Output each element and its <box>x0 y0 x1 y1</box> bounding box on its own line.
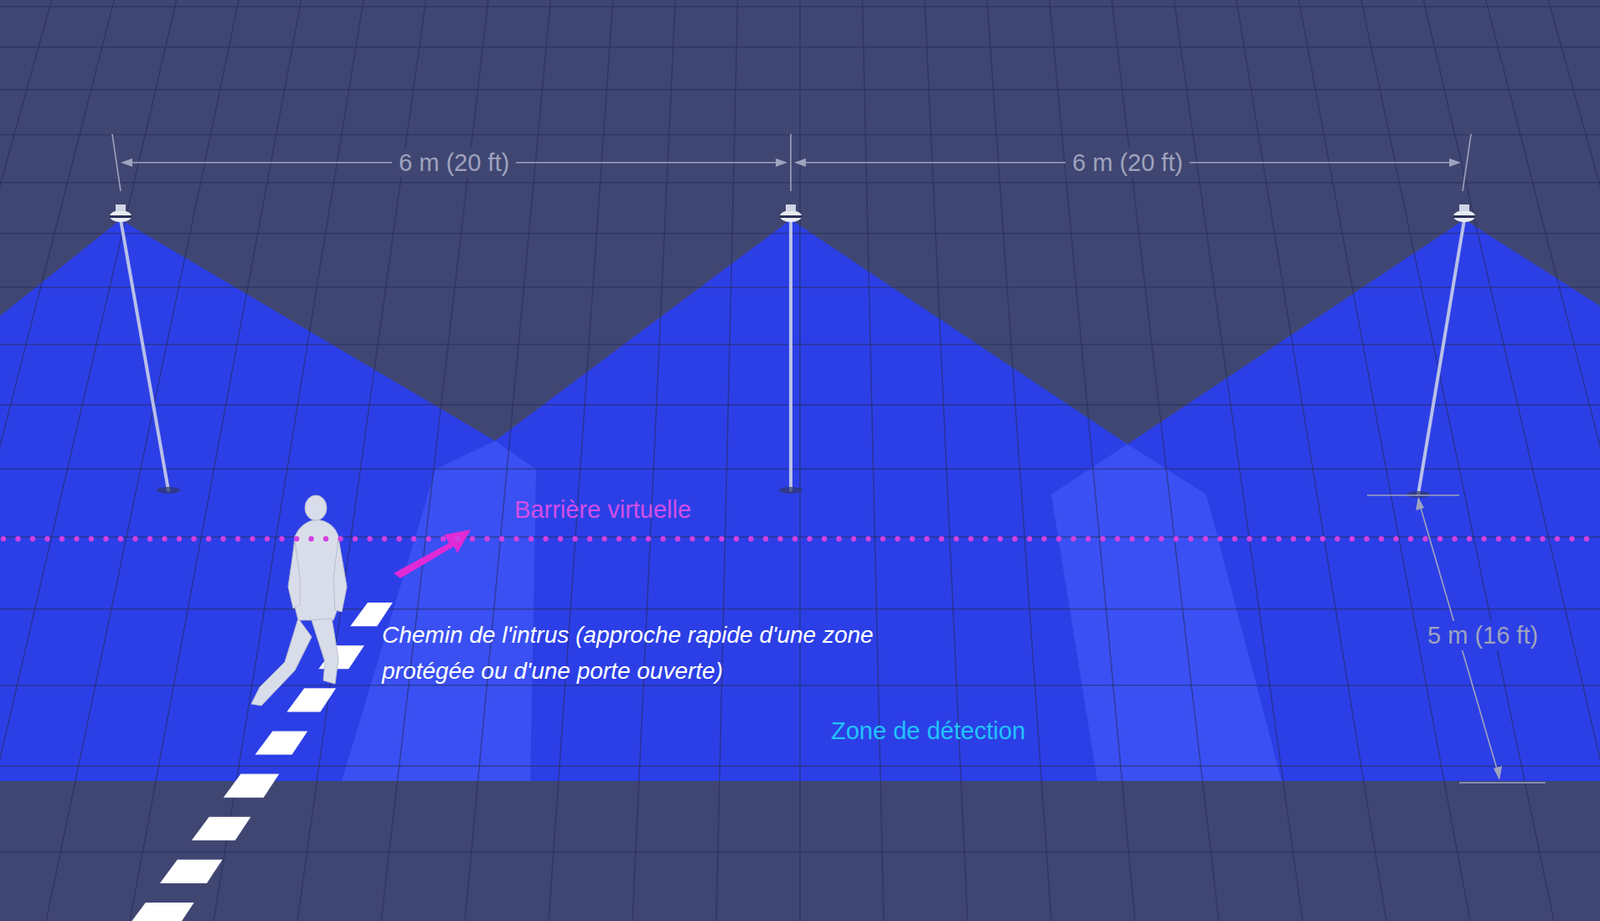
dimension-label: 6 m (20 ft) <box>392 148 517 178</box>
pole-base <box>156 486 1430 498</box>
path-note: Chemin de l'intrus (approche rapide d'un… <box>381 616 902 689</box>
beam-footprint <box>341 440 537 781</box>
barrier-label: Barrière virtuelle <box>514 495 692 525</box>
direction-arrow <box>393 529 471 579</box>
intruder-path <box>128 602 393 921</box>
beam-footprint <box>1051 443 1282 781</box>
dimension-label: 5 m (16 ft) <box>1420 620 1545 651</box>
dimension-label: 6 m (20 ft) <box>1065 148 1190 178</box>
intruder-figure <box>251 495 347 706</box>
zone-label: Zone de détection <box>830 716 1026 746</box>
sensor <box>109 204 1476 222</box>
dimension-line <box>112 134 1546 783</box>
virtual-barrier <box>0 536 1590 542</box>
pole <box>120 219 1465 495</box>
